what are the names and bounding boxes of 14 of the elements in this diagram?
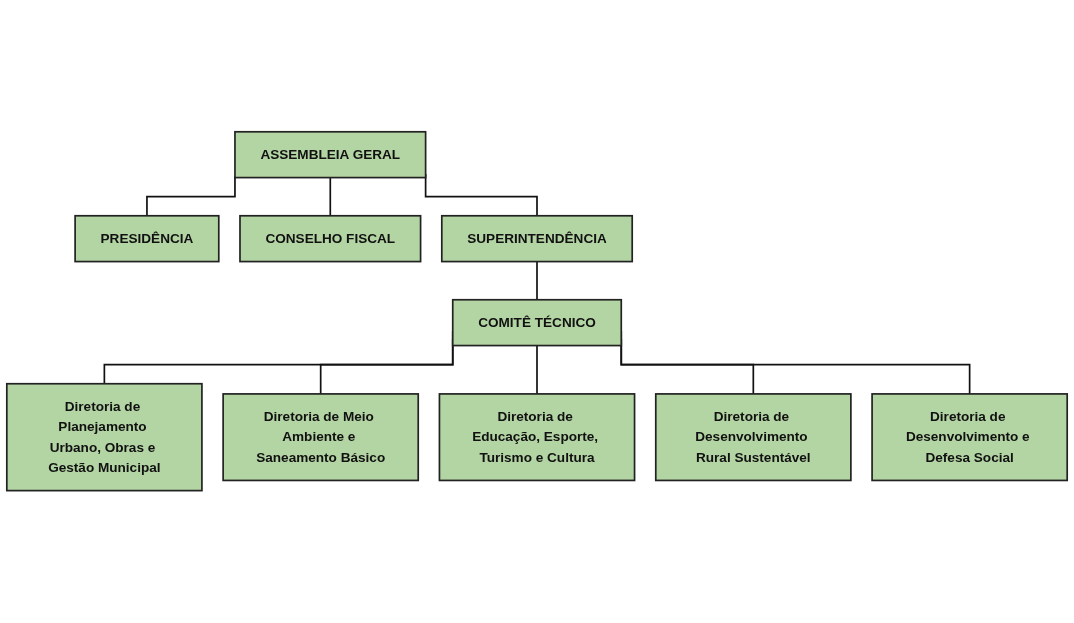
connector xyxy=(536,261,538,301)
node-box: CONSELHO FISCAL xyxy=(239,215,422,263)
node-box: Diretoria de Desenvolvimento Rural Sustentável xyxy=(654,393,852,482)
node-box: ASSEMBLEIA GERAL xyxy=(234,131,427,179)
node-box: COMITÊ TÉCNICO xyxy=(451,299,623,347)
node-box: PRESIDÊNCIA xyxy=(74,215,220,263)
node-box: Diretoria de Planejamento Urbano, Obras e Gestão Municipal xyxy=(5,383,203,492)
connector xyxy=(536,345,538,396)
connector xyxy=(146,175,236,217)
node-box: Diretoria de Desenvolvimento e Defesa Social xyxy=(871,393,1069,482)
node-box: Diretoria de Educação, Esporte, Turismo e Cultura xyxy=(438,393,636,482)
connector xyxy=(329,177,332,217)
node-box: SUPERINTENDÊNCIA xyxy=(440,215,634,263)
node-box: Diretoria de Meio Ambiente e Saneamento Básico xyxy=(222,393,420,482)
